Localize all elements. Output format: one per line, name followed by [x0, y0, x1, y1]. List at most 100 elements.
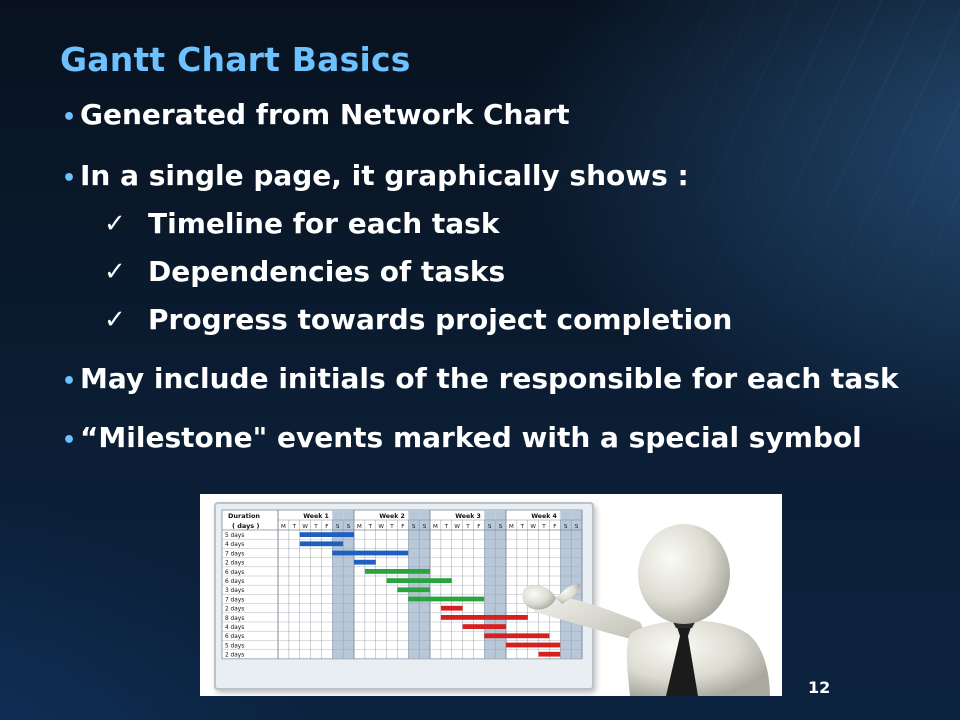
day-letter: M — [509, 524, 514, 530]
task-bar — [408, 596, 485, 602]
row-duration-label: 2 days — [225, 607, 244, 613]
gantt-chart: Duration ( days ) Week 1 Week 2 Week 3 Week 4… — [221, 509, 583, 660]
day-letter: S — [423, 524, 427, 530]
day-letter: T — [444, 524, 449, 530]
bullet-text: Generated from Network Chart — [80, 98, 570, 131]
weekend-column — [560, 510, 572, 659]
bullet-text: In a single page, it graphically shows : — [80, 159, 689, 192]
day-letter: S — [499, 524, 503, 530]
day-letter: S — [488, 524, 492, 530]
sub-item-text: Dependencies of tasks — [148, 255, 506, 288]
checkmark-icon: ✓ — [104, 305, 126, 335]
task-bar — [462, 624, 506, 629]
row-duration-label: 7 days — [225, 551, 244, 557]
sub-item-text: Progress towards project completion — [148, 303, 733, 336]
day-letter: T — [368, 524, 373, 530]
day-letter: F — [553, 524, 556, 530]
row-duration-label: 5 days — [225, 643, 244, 649]
row-duration-label: 5 days — [225, 533, 244, 539]
day-letter: W — [454, 524, 460, 530]
day-letter: T — [465, 524, 470, 530]
task-bar — [538, 651, 561, 657]
row-duration-label: 2 days — [225, 561, 244, 567]
task-bar — [386, 578, 452, 583]
day-letter: W — [378, 524, 384, 530]
checkmark-icon: ✓ — [104, 209, 126, 239]
day-letter: T — [520, 524, 525, 530]
row-duration-label: 7 days — [225, 597, 244, 603]
row-duration-label: 4 days — [225, 625, 244, 631]
weekend-column — [484, 510, 496, 659]
day-letter: S — [347, 524, 351, 530]
sub-item: ✓ Timeline for each task — [104, 200, 942, 248]
bullet-dot-icon: • — [62, 369, 77, 394]
row-duration-label: 6 days — [225, 570, 244, 576]
week-label: Week 3 — [455, 513, 481, 520]
day-letter: S — [575, 524, 579, 530]
day-letter: T — [389, 524, 394, 530]
weekend-column — [332, 510, 344, 659]
figure-tie — [666, 624, 698, 696]
bullet-item: • May include initials of the responsibl… — [62, 360, 942, 401]
bullet-list: • Generated from Network Chart • In a si… — [62, 96, 942, 460]
day-letter: F — [477, 524, 480, 530]
task-bar — [506, 642, 561, 648]
figure-body — [626, 620, 770, 696]
bullet-item: • Generated from Network Chart — [62, 96, 942, 137]
sub-item-text: Timeline for each task — [148, 207, 500, 240]
row-duration-label: 4 days — [225, 542, 244, 548]
weekend-column — [419, 510, 430, 659]
day-letter: T — [541, 524, 546, 530]
day-letter: S — [412, 524, 416, 530]
task-bar — [364, 569, 430, 574]
figure-head — [638, 524, 730, 624]
row-duration-label: 6 days — [225, 634, 244, 640]
bullet-dot-icon: • — [62, 428, 77, 453]
row-duration-label: 3 days — [225, 588, 244, 594]
day-letter: S — [564, 524, 568, 530]
task-bar — [354, 559, 376, 565]
day-letter: W — [302, 524, 308, 530]
page-number: 12 — [808, 678, 831, 697]
sub-item: ✓ Progress towards project completion — [104, 296, 942, 344]
row-duration-label: 2 days — [225, 653, 244, 659]
week-label: Week 1 — [303, 513, 329, 520]
day-letter: M — [433, 524, 438, 530]
duration-header: Duration — [228, 512, 260, 520]
bullet-item: • “Milestone" events marked with a speci… — [62, 419, 942, 460]
day-letter: W — [530, 524, 536, 530]
day-letter: T — [313, 524, 318, 530]
day-letter: T — [292, 524, 297, 530]
day-letter: M — [281, 524, 286, 530]
day-letter: F — [325, 524, 328, 530]
slide-title: Gantt Chart Basics — [60, 40, 411, 79]
figure-hand — [522, 585, 556, 610]
presenter-figure — [522, 524, 770, 696]
task-bar — [440, 615, 528, 620]
task-bar — [484, 633, 550, 639]
days-header: ( days ) — [232, 522, 259, 530]
task-bar — [440, 605, 463, 611]
bullet-text: May include initials of the responsible … — [80, 362, 899, 395]
bullet-dot-icon: • — [62, 105, 77, 130]
bullet-item: • In a single page, it graphically shows… — [62, 157, 942, 198]
weekend-column — [495, 510, 506, 659]
task-bar — [299, 532, 354, 537]
task-bar — [299, 541, 344, 547]
bullet-text: “Milestone" events marked with a special… — [80, 421, 862, 454]
bullet-dot-icon: • — [62, 166, 77, 191]
week-label: Week 2 — [379, 513, 405, 520]
row-duration-label: 6 days — [225, 579, 244, 585]
gantt-illustration: Duration ( days ) Week 1 Week 2 Week 3 Week 4… — [200, 494, 782, 696]
day-letter: F — [401, 524, 404, 530]
day-letter: S — [336, 524, 340, 530]
day-letter: M — [357, 524, 362, 530]
task-bar — [397, 587, 430, 593]
task-bar — [332, 550, 409, 556]
row-duration-label: 8 days — [225, 616, 244, 622]
checkmark-icon: ✓ — [104, 257, 126, 287]
sub-item: ✓ Dependencies of tasks — [104, 248, 942, 296]
figure-arm — [530, 593, 650, 644]
weekend-column — [408, 510, 420, 659]
week-label: Week 4 — [531, 513, 557, 520]
